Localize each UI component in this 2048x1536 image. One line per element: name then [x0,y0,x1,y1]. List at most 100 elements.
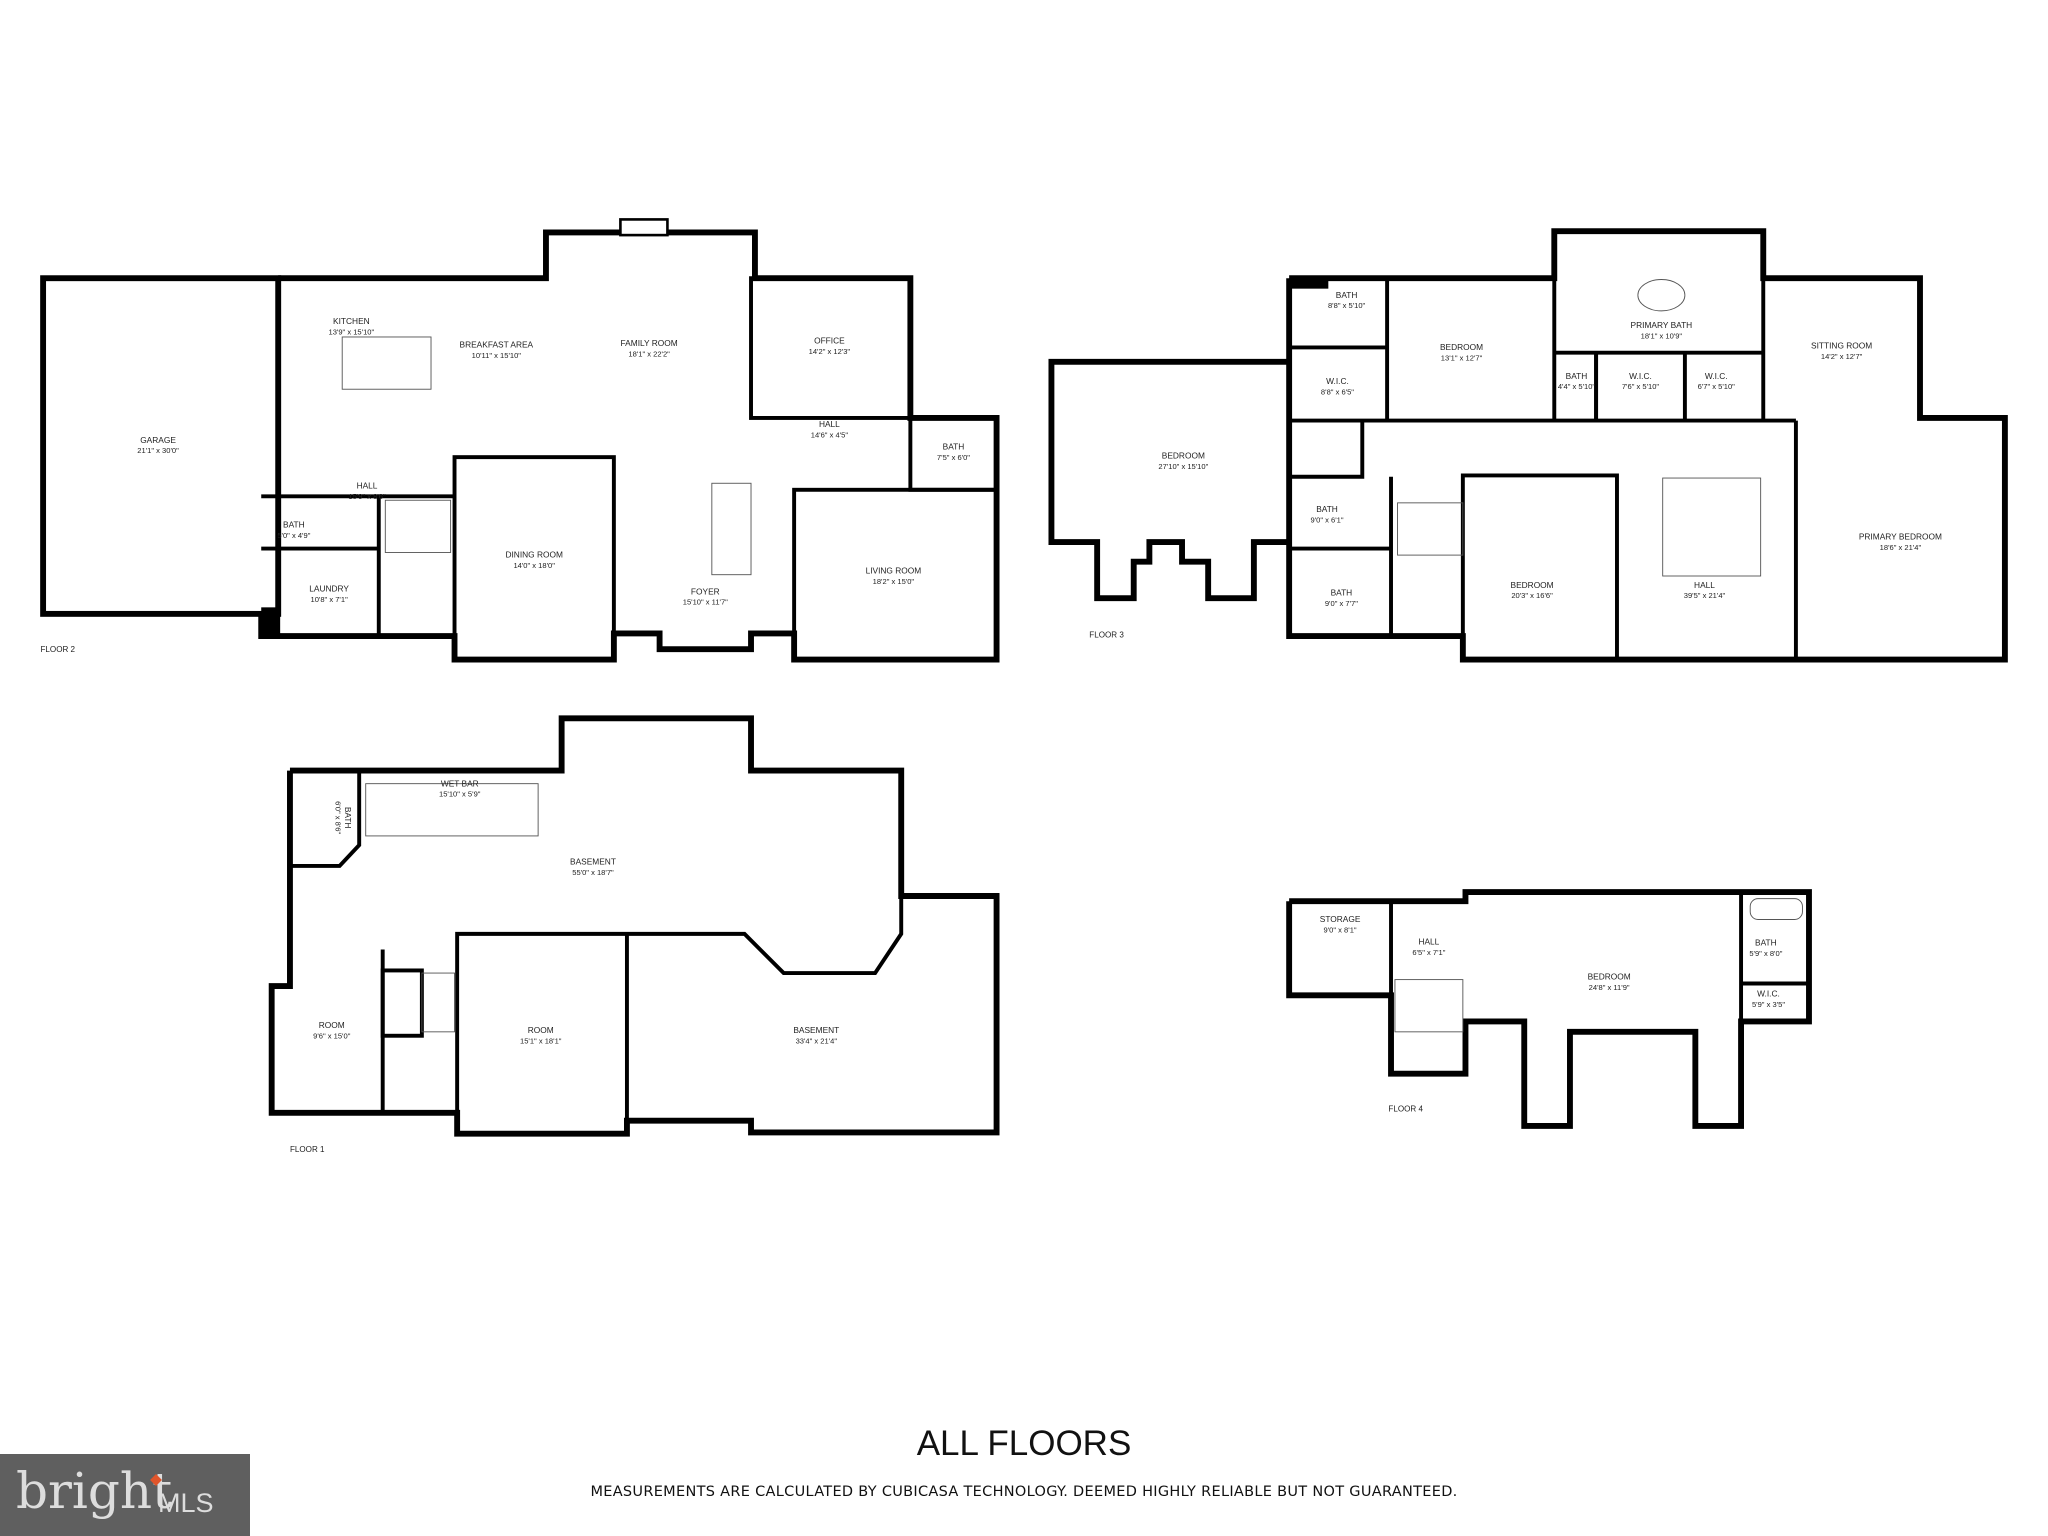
room-dims: 14'6" x 4'5" [811,431,849,440]
room-dims: 39'5" x 21'4" [1684,591,1726,600]
room-dims: 14'0" x 18'0" [513,561,555,570]
logo-suffix: MLS [158,1488,214,1518]
room-name: ROOM [528,1025,554,1035]
wall-block [1289,278,1329,289]
room-name: BASEMENT [793,1025,839,1035]
room-dims: 13'1" x 12'7" [1441,353,1483,362]
floor-label: FLOOR 1 [290,1145,325,1154]
room-dims: 7'6" x 5'10" [1622,382,1660,391]
room-dims: 18'1" x 10'9" [1641,331,1683,340]
room-name: BATH [1755,938,1777,948]
room-dims: 15'1" x 18'1" [520,1037,562,1046]
living-room-walls [792,487,999,662]
room-dims: 15'10" x 5'9" [439,790,481,799]
room-name: BEDROOM [1440,342,1483,352]
room-name: BEDROOM [1511,580,1554,590]
room-name: BATH [943,441,965,451]
floor-label: FLOOR 2 [40,645,75,654]
room-dims: 6'5" x 7'1" [1412,948,1445,957]
wall [455,895,904,1113]
room-dims: 15'9" x 8'6" [348,492,386,501]
bathtub [1637,279,1686,312]
room-dims: 9'0" x 6'1" [1310,515,1343,524]
bathtub [1749,898,1803,920]
wall [1460,473,1619,660]
stairs [1394,979,1464,1033]
room-dims: 9'0" x 8'1" [1324,926,1357,935]
garage-walls [40,275,282,617]
room-name: PRIMARY BATH [1631,320,1693,330]
room-dims: 27'10" x 15'10" [1158,462,1208,471]
floor-2-outer-walls [258,229,1000,663]
fireplace [619,218,669,237]
dining-room-walls [452,455,616,662]
stairs [384,499,452,553]
room-name: W.I.C. [1326,376,1349,386]
room-dims: 14'2" x 12'7" [1821,352,1863,361]
closet-walls [380,968,424,1038]
plan-title: ALL FLOORS [916,1424,1132,1463]
room-dims: 13'9" x 15'10" [329,327,375,336]
disclaimer: MEASUREMENTS ARE CALCULATED BY CUBICASA … [590,1484,1458,1500]
bright-mls-logo: bright MLS [0,1454,250,1536]
room-name: DINING ROOM [505,550,563,560]
kitchen-island [341,336,432,390]
floor-3-outer-walls [1286,228,2008,663]
room-dims: 7'5" x 6'0" [937,453,970,462]
logo-text: bright [16,1462,173,1520]
room-name: BATH [1316,504,1338,514]
office-walls [749,276,913,420]
room-name: ROOM [319,1020,345,1030]
room-dims: 4'4" x 5'10" [1558,382,1596,391]
room-name: LIVING ROOM [866,565,922,575]
room-dims: 14'2" x 12'3" [809,347,851,356]
room-dims: 10'8" x 7'1" [311,595,349,604]
bath-walls [908,416,999,492]
room-name: HALL [1418,936,1439,946]
room-dims: 18'6" x 21'4" [1880,543,1922,552]
room-name: HALL [1694,580,1715,590]
room-name: BEDROOM [1588,972,1631,982]
room-dims: 9'0" x 7'7" [1325,599,1358,608]
room-dims: 6'0" x 8'6" [334,801,343,834]
room-dims: 20'3" x 16'6" [1511,591,1553,600]
wall [1289,420,1365,479]
room-dims: 5'9" x 8'0" [1749,949,1782,958]
room-name: BASEMENT [570,857,616,867]
floor-label: FLOOR 3 [1089,630,1124,639]
floor-1-outer-walls [268,715,1000,1137]
room-dims: 8'8" x 5'10" [1328,301,1366,310]
room-dims: 24'8" x 11'9" [1589,983,1630,992]
room-dims: 21'1" x 30'0" [137,446,179,455]
room-name: BREAKFAST AREA [460,339,534,349]
room-name: BATH [283,520,305,530]
room-dims: 33'4" x 21'4" [796,1037,838,1046]
room-name: HALL [357,480,378,490]
room-name: BEDROOM [1162,450,1205,460]
bedroom-walls [1048,358,1290,602]
stairs [421,972,455,1033]
wall [289,770,362,868]
room-dims: 8'8" x 6'5" [1321,387,1354,396]
room-dims: 6'7" x 5'10" [1698,382,1736,391]
stairs [1397,502,1464,556]
stairs [711,482,752,576]
room-name: WET BAR [441,778,479,788]
room-name: OFFICE [814,336,845,346]
floor-label: FLOOR 4 [1388,1105,1423,1114]
room-name: BATH [1566,371,1588,381]
room-dims: 18'2" x 15'0" [873,577,915,586]
wall-block [261,607,279,637]
stairs [1662,477,1762,577]
room-name: LAUNDRY [309,584,349,594]
room-name: W.I.C. [1629,371,1652,381]
room-name: HALL [819,419,840,429]
room-name: BATH [1336,290,1358,300]
room-name: W.I.C. [1757,989,1780,999]
room-dims: 15'10" x 11'7" [683,598,728,607]
